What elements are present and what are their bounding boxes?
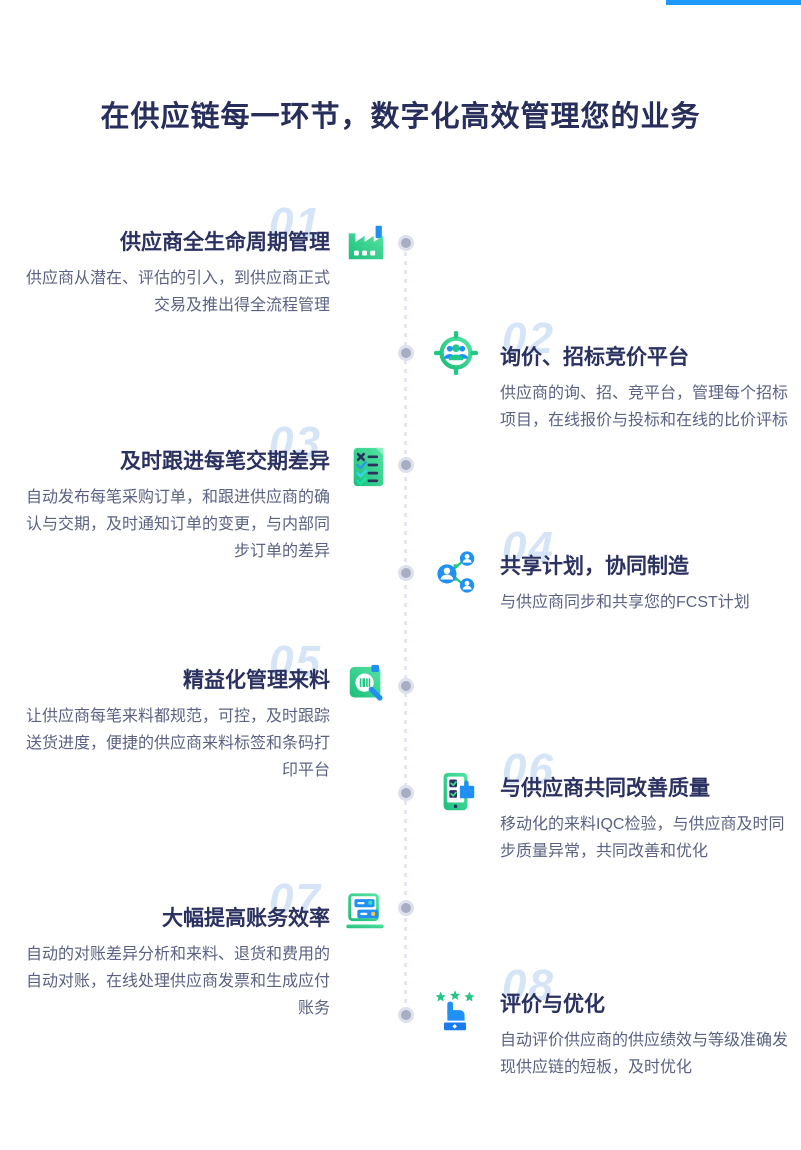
timeline-item-incoming-material: 05 精益化管理来料 让供应商每笔来料都规范，可控，及时跟踪送货进度，便捷的供应…	[14, 640, 330, 784]
timeline-dot	[398, 235, 414, 251]
step-number: 05	[269, 637, 322, 686]
item-description: 供应商从潜在、评估的引入，到供应商正式交易及推出得全流程管理	[25, 270, 330, 314]
item-description: 与供应商同步和共享您的FCST计划	[500, 594, 750, 611]
top-accent-bar	[666, 0, 801, 5]
item-description: 自动发布每笔采购订单，和跟进供应商的确认与交期，及时通知订单的变更，与内部同步订…	[25, 489, 330, 560]
item-description: 自动评价供应商的供应绩效与等级准确发现供应链的短板，及时优化	[500, 1032, 789, 1076]
item-description: 供应商的询、招、竞平台，管理每个招标项目，在线报价与投标和在线的比价评标	[500, 385, 789, 429]
rating-hand-icon	[432, 989, 478, 1035]
item-title: 大幅提高账务效率	[162, 907, 330, 930]
laptop-invoice-icon	[342, 889, 388, 935]
item-description: 自动的对账差异分析和来料、退货和费用的自动对账，在线处理供应商发票和生成应付账务	[25, 946, 330, 1017]
target-people-icon	[433, 330, 479, 376]
step-number: 06	[502, 745, 555, 794]
step-number: 08	[502, 961, 555, 1010]
item-title: 询价、招标竞价平台	[500, 346, 689, 369]
item-title: 评价与优化	[500, 993, 605, 1016]
timeline-item-bidding-platform: 02 询价、招标竞价平台 供应商的询、招、竞平台，管理每个招标项目，在线报价与投…	[500, 317, 800, 434]
item-title: 与供应商共同改善质量	[500, 777, 710, 800]
share-network-icon	[434, 549, 480, 595]
barcode-scan-icon	[344, 663, 390, 709]
timeline-item-rating-optimization: 08 评价与优化 自动评价供应商的供应绩效与等级准确发现供应链的短板，及时优化	[500, 964, 800, 1081]
step-number: 01	[269, 199, 322, 248]
checklist-icon	[346, 444, 392, 490]
page-title: 在供应链每一环节，数字化高效管理您的业务	[100, 101, 701, 133]
timeline-dot	[398, 345, 414, 361]
factory-icon	[343, 220, 389, 266]
timeline-item-quality-improvement: 06 与供应商共同改善质量 移动化的来料IQC检验，与供应商及时同步质量异常，共…	[500, 748, 800, 865]
timeline-dot	[398, 900, 414, 916]
timeline-dot	[398, 457, 414, 473]
timeline-item-shared-planning: 04 共享计划，协同制造 与供应商同步和共享您的FCST计划	[500, 526, 800, 616]
timeline-item-supplier-lifecycle: 01 供应商全生命周期管理 供应商从潜在、评估的引入，到供应商正式交易及推出得全…	[14, 202, 330, 319]
timeline-dot	[398, 678, 414, 694]
step-number: 03	[269, 418, 322, 467]
item-title: 精益化管理来料	[183, 669, 330, 692]
step-number: 04	[502, 523, 555, 572]
timeline-dot	[398, 565, 414, 581]
timeline-line	[404, 243, 407, 1015]
item-title: 及时跟进每笔交期差异	[120, 450, 330, 473]
timeline-dot	[398, 1007, 414, 1023]
step-number: 02	[502, 314, 555, 363]
item-title: 共享计划，协同制造	[500, 555, 689, 578]
timeline-dot	[398, 785, 414, 801]
item-description: 让供应商每笔来料都规范，可控，及时跟踪送货进度，便捷的供应商来料标签和条码打印平…	[25, 708, 330, 779]
step-number: 07	[269, 875, 322, 924]
mobile-inspection-icon	[434, 769, 480, 815]
timeline-item-delivery-tracking: 03 及时跟进每笔交期差异 自动发布每笔采购订单，和跟进供应商的确认与交期，及时…	[14, 421, 330, 565]
timeline-item-finance-efficiency: 07 大幅提高账务效率 自动的对账差异分析和来料、退货和费用的自动对账，在线处理…	[14, 878, 330, 1022]
item-title: 供应商全生命周期管理	[120, 231, 330, 254]
item-description: 移动化的来料IQC检验，与供应商及时同步质量异常，共同改善和优化	[500, 816, 785, 860]
